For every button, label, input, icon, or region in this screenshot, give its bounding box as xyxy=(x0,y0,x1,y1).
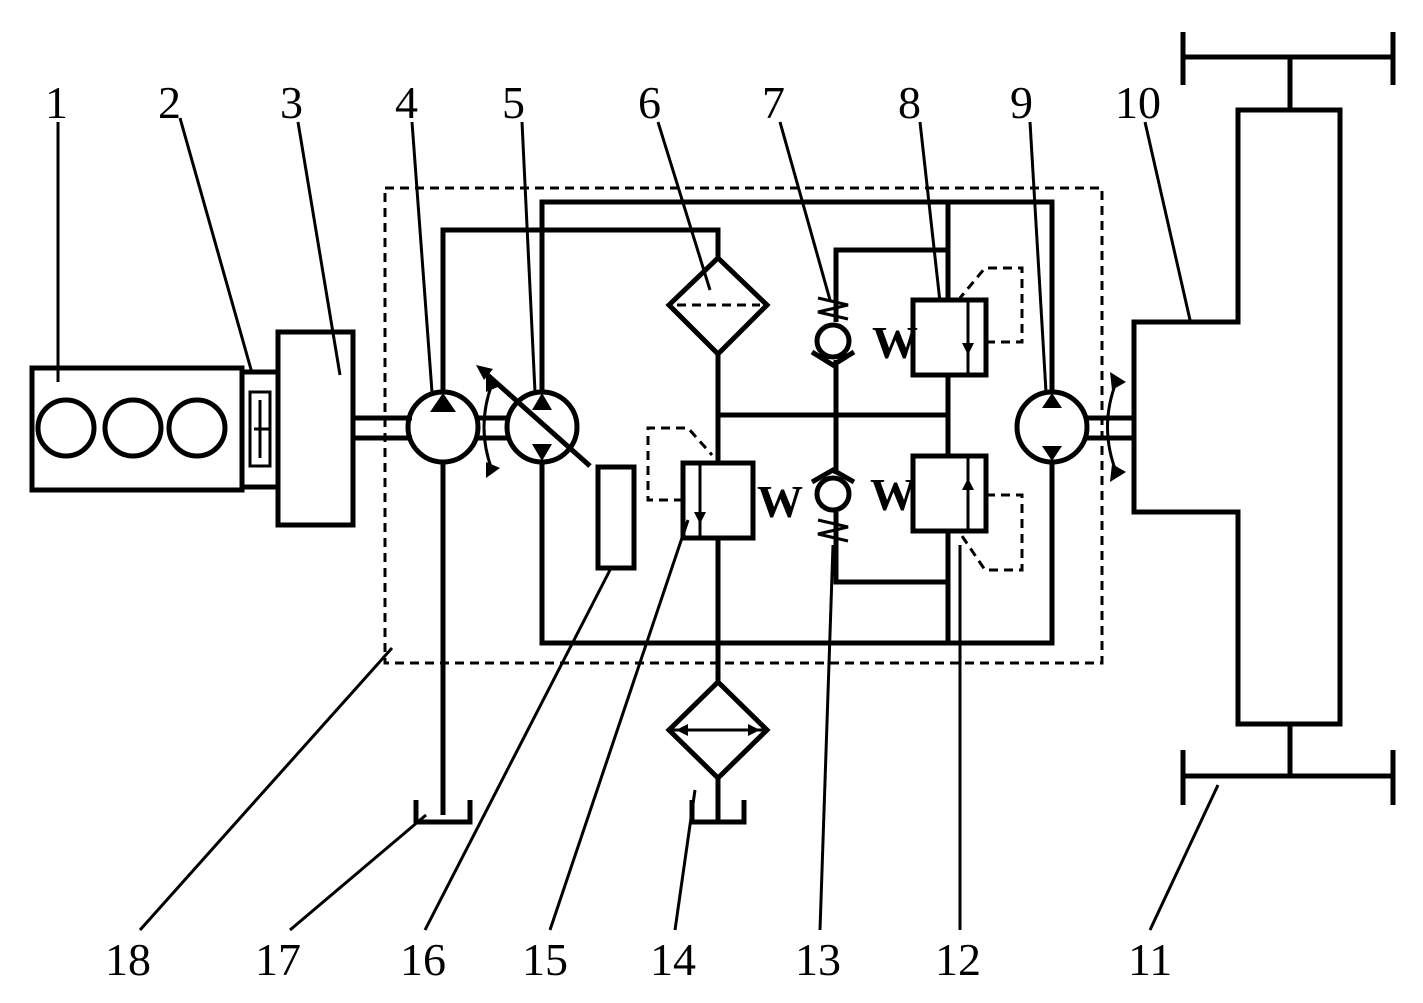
hydraulic-motor xyxy=(1014,372,1138,482)
upper-relief-valve xyxy=(910,266,1024,378)
spring-mark-charge-valve: W xyxy=(757,476,803,527)
label-3: 3 xyxy=(280,77,303,128)
filter xyxy=(665,254,771,358)
hydraulic-unit-boundary xyxy=(383,186,1104,665)
main-circuit-lines xyxy=(440,199,1055,815)
label-1: 1 xyxy=(45,77,68,128)
label-18: 18 xyxy=(105,934,151,985)
label-8: 8 xyxy=(898,77,921,128)
label-5: 5 xyxy=(502,77,525,128)
spring-mark-lower-valve: W xyxy=(870,469,916,520)
displacement-control-cylinder xyxy=(595,464,637,571)
label-10: 10 xyxy=(1115,77,1161,128)
label-11: 11 xyxy=(1128,934,1172,985)
label-14: 14 xyxy=(650,934,696,985)
variable-pump xyxy=(476,365,592,478)
drive-shaft xyxy=(353,415,412,441)
oil-cooler xyxy=(665,678,771,825)
callout-labels: 1 2 3 4 5 6 7 8 9 10 11 12 13 14 15 16 1… xyxy=(45,77,1172,985)
label-2: 2 xyxy=(158,77,181,128)
label-15: 15 xyxy=(522,934,568,985)
charge-relief-valve xyxy=(646,426,756,541)
gearbox xyxy=(275,329,356,528)
coupling xyxy=(239,369,281,490)
lower-relief-valve xyxy=(910,453,1024,572)
label-9: 9 xyxy=(1010,77,1033,128)
label-12: 12 xyxy=(935,934,981,985)
charge-pump xyxy=(405,389,481,465)
label-13: 13 xyxy=(795,934,841,985)
label-16: 16 xyxy=(400,934,446,985)
engine xyxy=(29,365,245,493)
lower-check-valve xyxy=(810,467,856,543)
spring-mark-upper-valve: W xyxy=(872,317,918,368)
axles xyxy=(1180,32,1396,805)
label-17: 17 xyxy=(255,934,301,985)
transfer-case xyxy=(1131,107,1343,727)
reservoir xyxy=(413,800,473,825)
upper-check-valve xyxy=(810,296,856,368)
leader-lines xyxy=(56,117,1220,932)
label-7: 7 xyxy=(762,77,785,128)
label-6: 6 xyxy=(638,77,661,128)
label-4: 4 xyxy=(395,77,418,128)
